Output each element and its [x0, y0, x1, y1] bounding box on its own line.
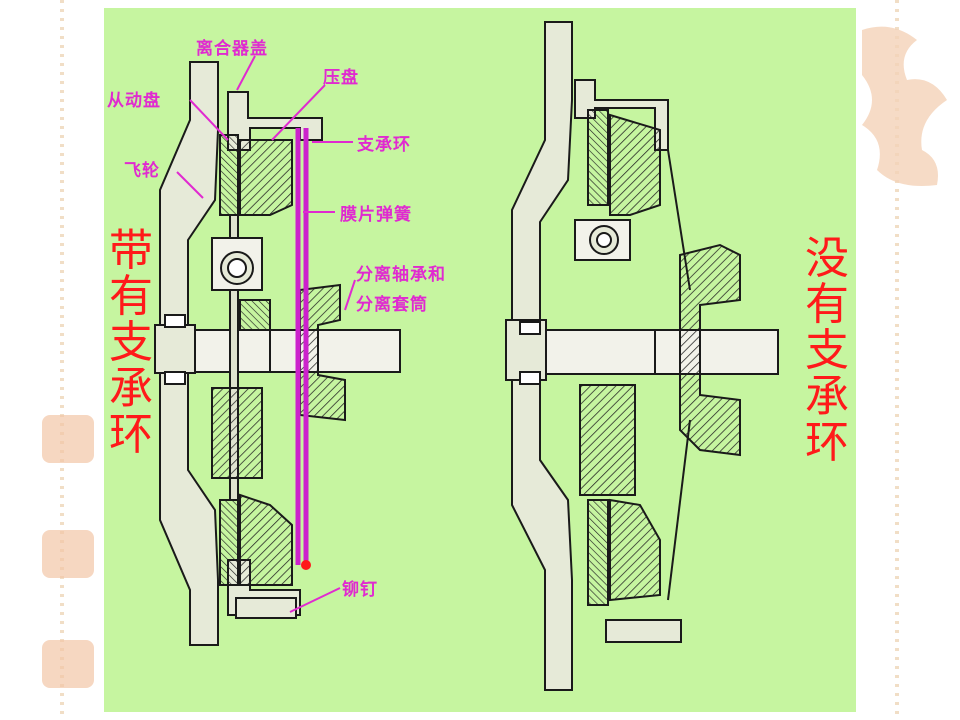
label-cover: 离合器盖 [196, 39, 268, 59]
label-flywheel: 飞轮 [124, 161, 160, 181]
label-driven-disc: 从动盘 [107, 91, 161, 111]
label-diaphragm-spring: 膜片弹簧 [340, 205, 412, 225]
label-release-bearing-1: 分离轴承和 [356, 265, 446, 285]
label-rivet: 铆钉 [342, 580, 378, 600]
right-clutch [505, 21, 779, 691]
rivet-dot [301, 560, 311, 570]
label-support-ring: 支承环 [357, 135, 411, 155]
label-release-bearing-2: 分离套筒 [356, 295, 428, 315]
decorative-dots-right [895, 0, 899, 720]
diaphragm-spring-highlight [295, 128, 309, 565]
label-pressure-plate: 压盘 [323, 68, 359, 88]
left-title: 带有支承环 [109, 225, 153, 460]
right-title: 没有支承环 [805, 233, 849, 468]
decorative-dots-left [60, 0, 64, 720]
